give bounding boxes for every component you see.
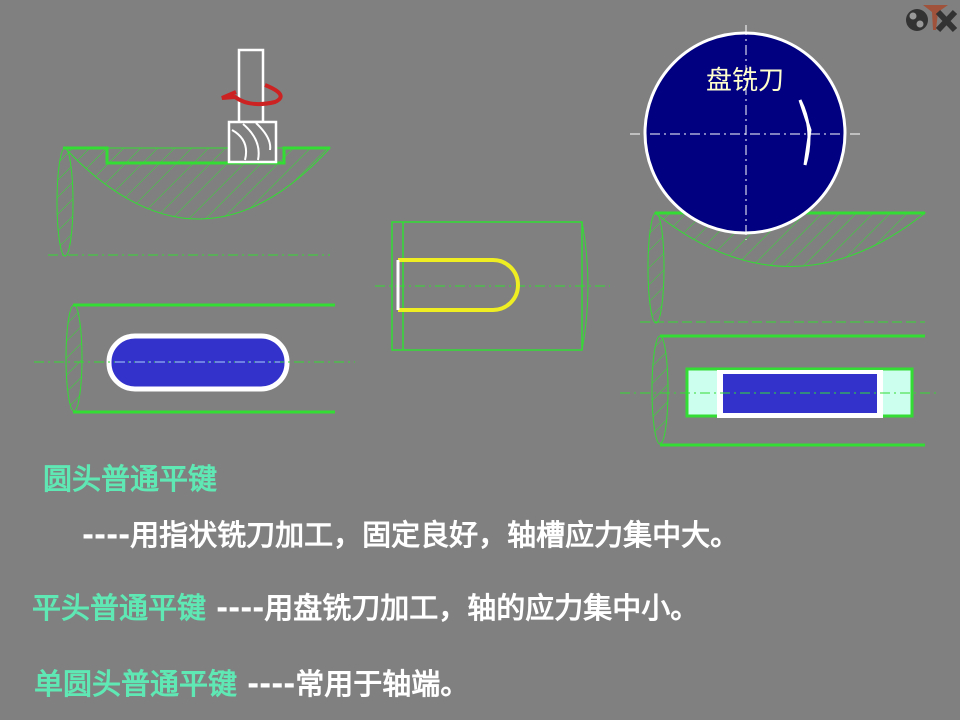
disc-milling-cutter: 盘铣刀 [630, 25, 860, 240]
round-key-desc: ----用指状铣刀加工，固定良好，轴槽应力集中大。 [82, 518, 740, 552]
round-key-line: 圆头普通平键 [43, 456, 217, 498]
single-round-key-term: 单圆头普通平键 [34, 667, 238, 701]
end-mill-cutter [227, 48, 278, 164]
single-round-key-view [375, 221, 610, 351]
rotation-arrow-icon [221, 83, 283, 107]
flat-key-top-view [620, 334, 940, 447]
flat-key-desc: ----用盘铣刀加工，轴的应力集中小。 [216, 591, 700, 625]
round-key-top-view [34, 303, 355, 414]
cutter-label: 盘铣刀 [706, 66, 784, 96]
round-key-desc-line: ----用指状铣刀加工，固定良好，轴槽应力集中大。 [82, 512, 739, 554]
flat-key-term: 平头普通平键 [32, 591, 207, 625]
round-key-shaft-section [48, 146, 332, 257]
logo-icon [906, 5, 958, 33]
flat-key-line: 平头普通平键 ----用盘铣刀加工，轴的应力集中小。 [32, 585, 699, 627]
single-round-key-desc: ----常用于轴端。 [247, 667, 470, 701]
single-round-key-line: 单圆头普通平键 ----常用于轴端。 [34, 661, 469, 703]
round-key-term: 圆头普通平键 [43, 462, 218, 496]
flat-key-shaft-section [640, 211, 927, 324]
